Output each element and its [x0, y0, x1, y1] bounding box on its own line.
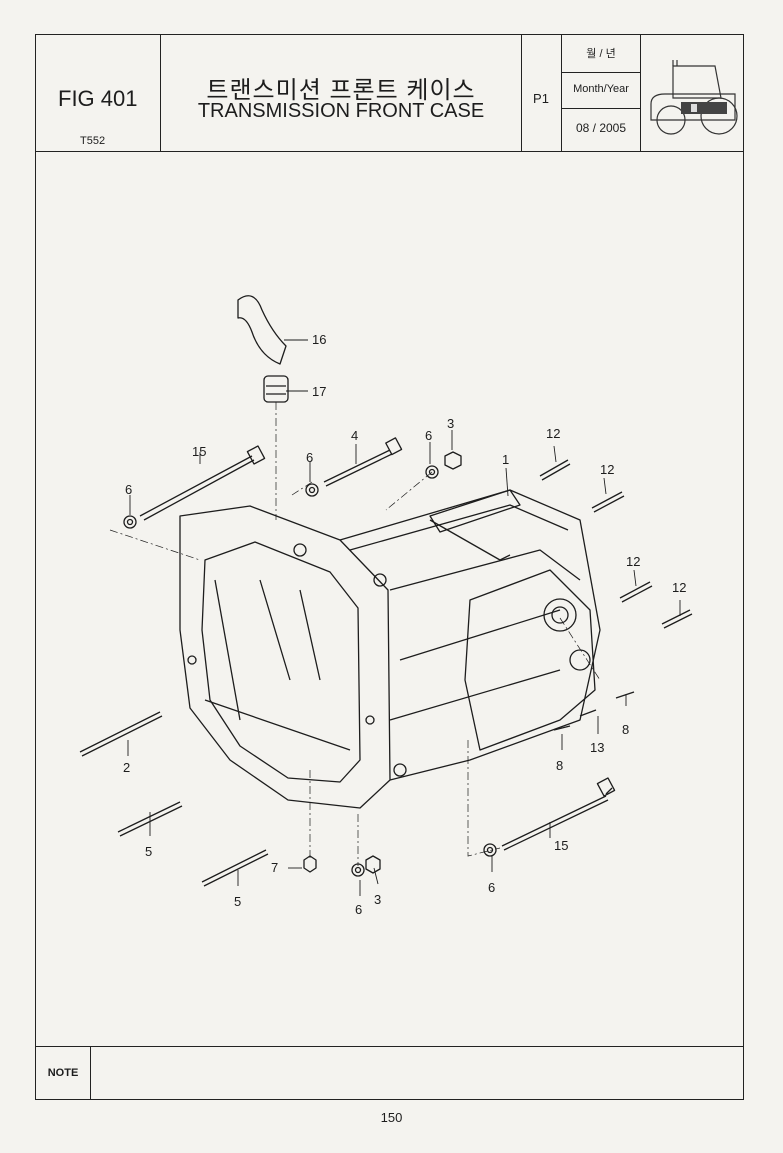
plug-7 — [303, 855, 317, 873]
title-korean: 트랜스미션 프론트 케이스 — [206, 77, 476, 104]
exploded-parts-diagram: 16 17 15 6 6 4 6 3 1 12 12 12 12 8 13 8 … — [79, 295, 693, 917]
note-col-line — [90, 1046, 91, 1100]
rear-flange — [464, 569, 596, 751]
tractor-icon — [650, 60, 738, 135]
title-english: TRANSMISSION FRONT CASE — [197, 100, 485, 122]
callout-13: 13 — [590, 740, 604, 755]
pin-13 — [579, 709, 597, 717]
pipe-coupling — [263, 375, 289, 403]
stud-12c — [619, 581, 653, 603]
callout-6-bottom: 6 — [355, 902, 362, 917]
nut-3b — [365, 855, 381, 874]
note-label: NOTE — [47, 1067, 79, 1079]
callout-16: 16 — [312, 332, 326, 347]
callout-3-top: 3 — [447, 416, 454, 431]
callout-4: 4 — [351, 428, 358, 443]
callout-6-mid: 6 — [306, 450, 313, 465]
pin-8b — [553, 725, 571, 731]
callout-6-left: 6 — [125, 482, 132, 497]
bolt-15-upper — [139, 455, 255, 521]
note-divider — [35, 1046, 744, 1047]
gearbox-body — [339, 489, 601, 781]
callout-8-right: 8 — [622, 722, 629, 737]
bell-housing-flange — [179, 505, 391, 809]
header-col-line-3 — [561, 34, 562, 152]
month-year-label-en: Month/Year — [573, 83, 629, 95]
stud-5a — [117, 801, 183, 837]
page-number: 150 — [380, 1110, 403, 1125]
header-divider — [35, 151, 744, 152]
header-col-line-2 — [521, 34, 522, 152]
callout-8-lower: 8 — [556, 758, 563, 773]
page-frame — [35, 34, 744, 1100]
pin-8a — [615, 691, 635, 699]
pipe-elbow — [237, 295, 287, 365]
callout-12-c: 12 — [626, 554, 640, 569]
bolt-15-lower — [501, 795, 609, 851]
washer-6a — [123, 515, 137, 529]
callout-15-lower: 15 — [554, 838, 568, 853]
callout-6-right: 6 — [488, 880, 495, 895]
header-date-line-1 — [561, 72, 641, 73]
callout-6-top: 6 — [425, 428, 432, 443]
callout-5-left: 5 — [145, 844, 152, 859]
header-col-line-1 — [160, 34, 161, 152]
stud-2 — [79, 711, 163, 757]
callout-17: 17 — [312, 384, 326, 399]
page-code: P1 — [533, 91, 549, 106]
callout-12-d: 12 — [672, 580, 686, 595]
callout-15-upper: 15 — [192, 444, 206, 459]
callout-1: 1 — [502, 452, 509, 467]
stud-12d — [661, 609, 693, 629]
month-year-label-ko: 월 / 년 — [586, 48, 616, 60]
stud-5b — [201, 849, 269, 887]
callout-3-bottom: 3 — [374, 892, 381, 907]
washer-6e — [483, 843, 497, 857]
nut-3a — [444, 451, 462, 470]
header-col-line-4 — [640, 34, 641, 152]
stud-12b — [591, 491, 625, 513]
callout-7: 7 — [271, 860, 278, 875]
washer-6c — [425, 465, 439, 479]
figure-number: FIG 401 — [58, 86, 138, 111]
washer-6b — [305, 483, 319, 497]
stud-12a — [539, 459, 571, 481]
bolt-4 — [323, 449, 393, 487]
bell-housing-inner — [201, 541, 361, 783]
header-date-line-2 — [561, 108, 641, 109]
issue-date: 08 / 2005 — [575, 121, 627, 135]
callout-12-a: 12 — [546, 426, 560, 441]
model-code: T552 — [80, 135, 106, 147]
callout-5-bottom: 5 — [234, 894, 241, 909]
callout-2: 2 — [123, 760, 130, 775]
callout-12-b: 12 — [600, 462, 614, 477]
